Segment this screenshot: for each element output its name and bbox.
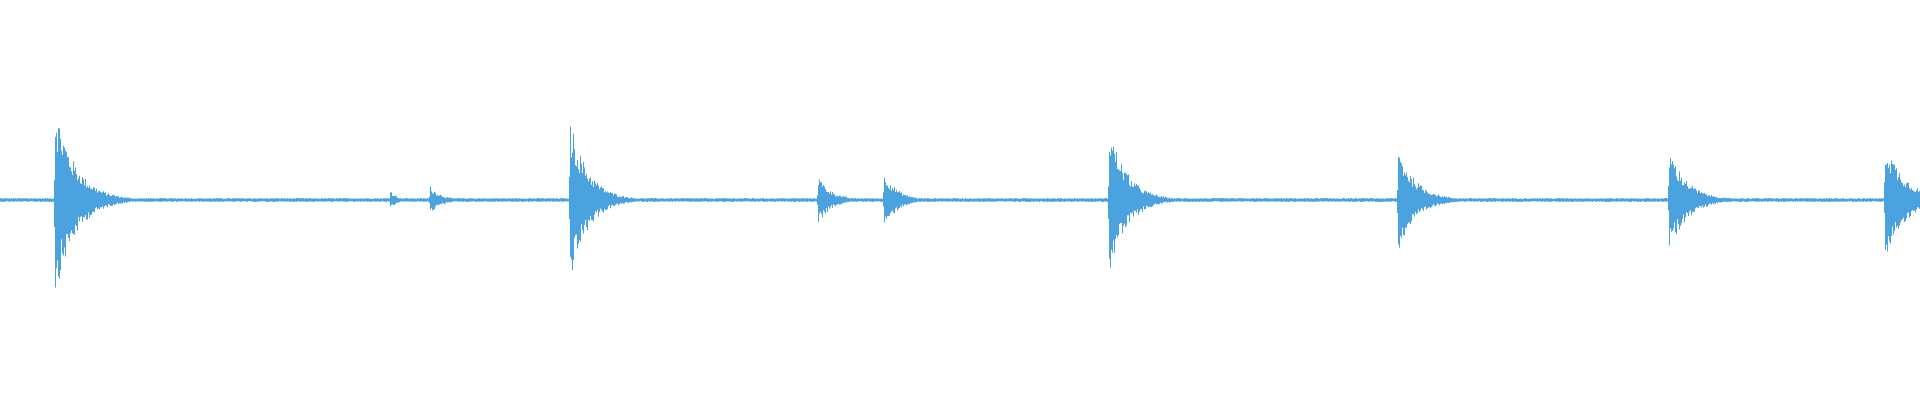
waveform-path: [0, 126, 1920, 288]
waveform-transients: [0, 126, 1920, 288]
